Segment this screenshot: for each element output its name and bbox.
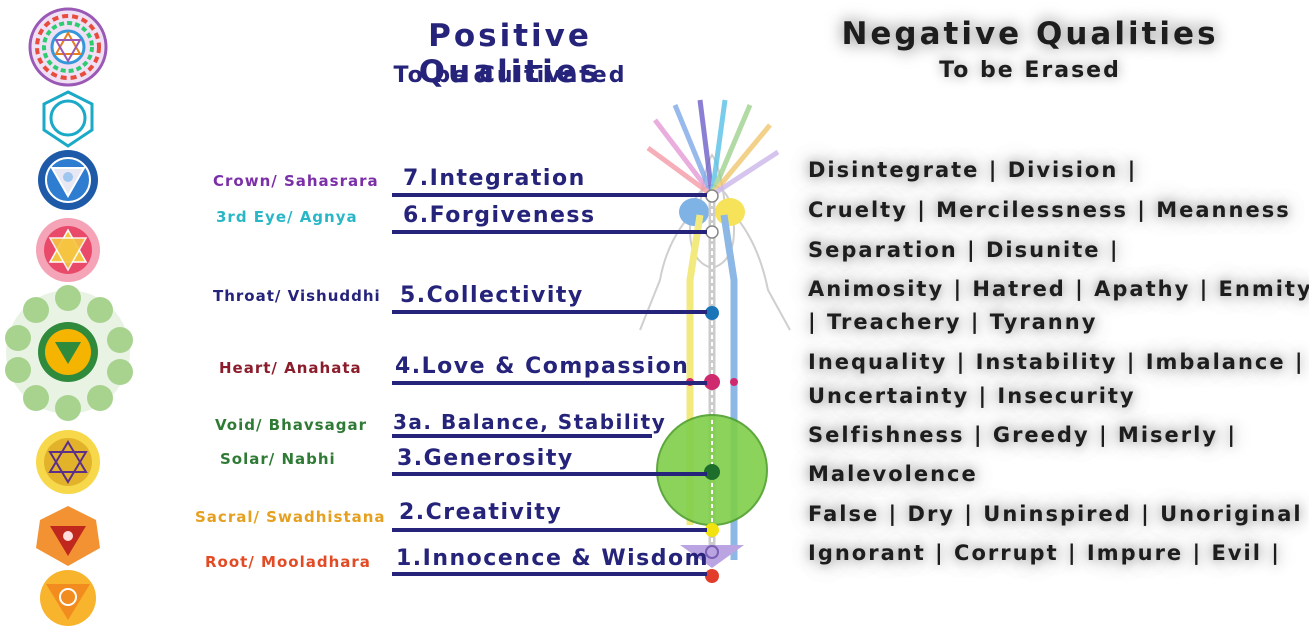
quality-balance-stability: 3a. Balance, Stability [393,410,667,434]
chakra-name-agnya: 3rd Eye/ Agnya [216,208,358,226]
negative-line: Malevolence [808,462,978,486]
crown-chakra-icon [28,7,108,87]
quality-line [392,572,707,576]
chakra-name-vishuddhi: Throat/ Vishuddhi [213,287,381,305]
chakra-name-anahata: Heart/ Anahata [219,359,362,377]
negative-line: Ignorant | Corrupt | Impure | Evil | [808,541,1281,565]
negative-line: Separation | Disunite | [808,238,1120,262]
negative-title: Negative Qualities [841,16,1219,52]
negative-line: Uncertainty | Insecurity [808,384,1136,408]
negative-line: | Treachery | Tyranny [808,310,1098,334]
quality-generosity: 3.Generosity [397,446,574,471]
quality-line [392,434,652,438]
quality-collectivity: 5.Collectivity [400,283,584,308]
chakra-name-void: Void/ Bhavsagar [215,416,367,434]
negative-line: Selfishness | Greedy | Miserly | [808,423,1237,447]
vishuddhi-chakra-icon [38,150,98,210]
quality-line [392,310,707,314]
quality-line [392,230,707,234]
positive-title: Positive Qualities [418,18,602,90]
positive-subtitle: To be Cultivated [393,63,627,88]
quality-innocence-wisdom: 1.Innocence & Wisdom [396,546,710,571]
chakra-name-nabhi: Solar/ Nabhi [220,450,336,468]
anahata-chakra-icon [36,218,100,282]
nabhi-chakra-icon [38,322,98,382]
chakra-name-mooladhara: Root/ Mooladhara [205,553,371,571]
negative-line: Disintegrate | Division | [808,158,1138,182]
negative-line: Animosity | Hatred | Apathy | Enmity [808,277,1309,301]
chakra-name-crown: Crown/ Sahasrara [213,172,379,190]
swadhistana-chakra-icon [36,430,100,494]
quality-line [392,472,707,476]
negative-subtitle: To be Erased [939,58,1121,83]
negative-line: Cruelty | Mercilessness | Meanness [808,198,1291,222]
chakra-name-swadhistana: Sacral/ Swadhistana [195,508,386,526]
quality-line [392,193,707,197]
quality-love-compassion: 4.Love & Compassion [395,354,690,379]
mooladhara-chakra-icon [36,506,100,566]
quality-creativity: 2.Creativity [399,500,563,525]
body-figure [639,99,791,583]
root-chakra-icon [40,570,96,626]
quality-forgiveness: 6.Forgiveness [403,203,596,228]
quality-line [392,528,707,532]
quality-integration: 7.Integration [403,166,586,191]
negative-line: False | Dry | Uninspired | Unoriginal [808,502,1303,526]
quality-line [392,381,707,385]
negative-line: Inequality | Instability | Imbalance | [808,350,1305,374]
agnya-chakra-icon [42,90,94,148]
